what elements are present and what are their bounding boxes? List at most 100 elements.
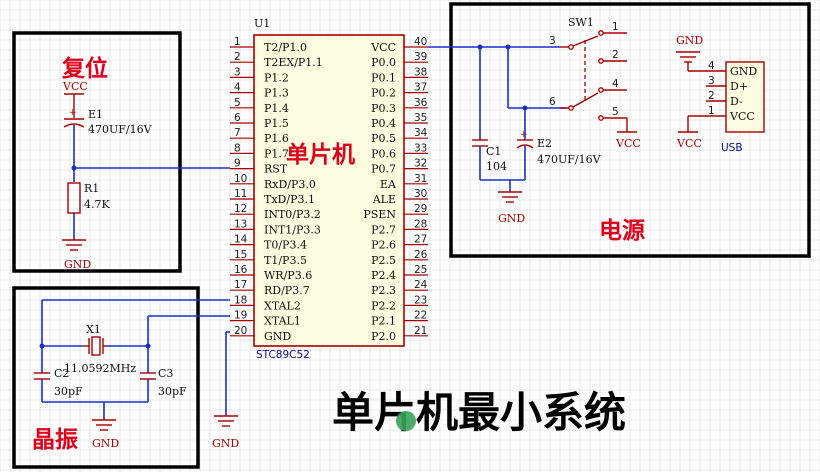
mcu-left-pin-number: 4 [234, 82, 241, 94]
mcu-left-pin-name: P1.6 [264, 132, 289, 145]
mcu-right-pin-number: 33 [414, 142, 427, 154]
mcu-left-pin-name: T2/P1.0 [264, 41, 307, 54]
mcu-left-pin-name: P1.4 [264, 102, 289, 115]
mcu-right-pin-number: 29 [414, 203, 427, 215]
mcu-right-pin-number: 30 [414, 188, 427, 200]
reset-gnd-symbol [62, 239, 86, 251]
mcu-right-pin-name: P0.6 [371, 147, 396, 160]
mcu-right-pin-name: P2.7 [371, 223, 396, 236]
mcu-right-pin-name: P2.5 [371, 254, 396, 267]
mcu-left-pin-name: INT0/P3.2 [264, 208, 321, 221]
mcu-right-pin-name: P0.3 [371, 102, 396, 115]
mcu-body [253, 34, 405, 347]
mcu-right-pin-number: 23 [414, 294, 427, 306]
usb-label: USB [721, 142, 743, 154]
usb-gnd-symbol [676, 51, 726, 72]
e1-plus-mark: + [69, 108, 77, 118]
mcu-right-pin-number: 35 [414, 112, 427, 124]
e2-plate-curved [516, 144, 534, 149]
sw1-contact-6 [568, 105, 574, 111]
mcu-left-pin-number: 6 [234, 112, 241, 124]
mcu-right-pin-name: ALE [372, 193, 396, 206]
crystal-frame [12, 286, 200, 469]
sw1-contact-1 [598, 30, 604, 36]
mcu-left-pin-name: P1.5 [264, 117, 289, 130]
r1-value: 4.7K [84, 198, 110, 211]
c2-ref: C2 [54, 367, 69, 380]
mcu-right-pin-number: 36 [414, 97, 428, 109]
power-gnd-symbol [498, 191, 522, 203]
mcu-gnd-label: GND [212, 437, 239, 450]
mcu-left-pin-number: 20 [234, 325, 247, 337]
mcu-left-pin-name: RxD/P3.0 [264, 178, 316, 191]
mcu-left-pin-number: 11 [234, 188, 247, 200]
mcu-left-pin-name: T0/P3.4 [264, 239, 307, 252]
mcu-right-pin-number: 22 [414, 310, 427, 322]
c2-value: 30pF [54, 385, 83, 398]
mcu-gnd-symbol [214, 415, 238, 427]
mcu-left-pin-number: 12 [234, 203, 247, 215]
mcu-right-pin-name: P0.1 [371, 71, 396, 84]
mcu-right-pin-name: P0.0 [371, 56, 396, 69]
mcu-left-pin-number: 14 [234, 234, 248, 246]
crystal-gnd-symbol [92, 419, 116, 431]
reset-junction [71, 165, 77, 171]
usb-connector-body [725, 61, 765, 133]
reset-vcc-label: VCC [62, 80, 88, 93]
mcu-left-pin-number: 18 [234, 294, 247, 306]
reset-section: 复位 VCC + E1 470UF/16V R1 4.7K GND [12, 31, 230, 273]
mcu-center-label: 单片机 [286, 142, 355, 168]
reset-frame [12, 31, 182, 273]
sw1-contact-2 [598, 58, 604, 64]
mcu-right-pin-number: 26 [414, 249, 428, 261]
usb-pin-number: 1 [708, 105, 715, 117]
mcu-right-pin-name: VCC [370, 41, 396, 54]
c1-value: 104 [486, 160, 507, 173]
mcu-right-pin-name: P0.2 [371, 87, 396, 100]
mcu-right-pin-name: PSEN [363, 208, 396, 221]
e2-value: 470UF/16V [537, 153, 602, 166]
mcu-right-pin-number: 38 [414, 66, 427, 78]
e2-ref: E2 [537, 137, 552, 150]
power-section: 电源 C1 104 + E2 470UF/16V GND SW1 [428, 2, 811, 258]
mcu-right-pin-name: EA [380, 178, 397, 191]
sw1-pin-4: 4 [612, 78, 619, 90]
mcu-ref: U1 [254, 17, 270, 30]
crystal-section: 晶振 X1 11.0592MHz C2 30pF C3 30pF [12, 286, 230, 469]
mcu-left-pin-number: 1 [234, 36, 241, 48]
mcu-left-pin-number: 16 [234, 264, 248, 276]
mcu-right-pin-name: P0.5 [371, 132, 396, 145]
mcu-left-pin-number: 7 [234, 127, 241, 139]
mcu-left-pin-name: XTAL1 [264, 315, 301, 328]
mcu-right-pin-number: 28 [414, 218, 427, 230]
sw1-pin-6: 6 [549, 96, 556, 108]
power-title: 电源 [599, 218, 645, 244]
mcu-gnd-net: GND [212, 331, 239, 450]
mcu-right-pin-name: P2.0 [371, 330, 396, 343]
mcu-right-pin-name: P2.3 [371, 284, 396, 297]
reset-gnd-label: GND [64, 258, 91, 271]
mcu-left-pin-number: 13 [234, 218, 247, 230]
sw1-ref: SW1 [568, 16, 594, 29]
mcu-right-pin-name: P0.7 [371, 163, 396, 176]
usb-pin-name: D- [730, 95, 743, 108]
crystal-title: 晶振 [32, 426, 78, 453]
mcu-left-pin-number: 15 [234, 249, 247, 261]
mcu-right-pin-number: 34 [414, 127, 428, 139]
sw1-pin-3: 3 [549, 35, 556, 47]
c3-value: 30pF [158, 385, 187, 398]
c3-ref: C3 [158, 367, 173, 380]
mcu-left-pin-name: T2EX/P1.1 [264, 56, 323, 69]
mcu-right-pin-number: 32 [414, 158, 427, 170]
mcu-part-number: STC89C52 [256, 349, 310, 361]
usb-vcc-label: VCC [676, 137, 702, 150]
mcu-right-pin-name: P0.4 [371, 117, 396, 130]
mcu-right-pin-number: 21 [414, 325, 427, 337]
mcu-right-pin-number: 31 [414, 173, 427, 185]
usb-pin-name: VCC [729, 110, 755, 123]
